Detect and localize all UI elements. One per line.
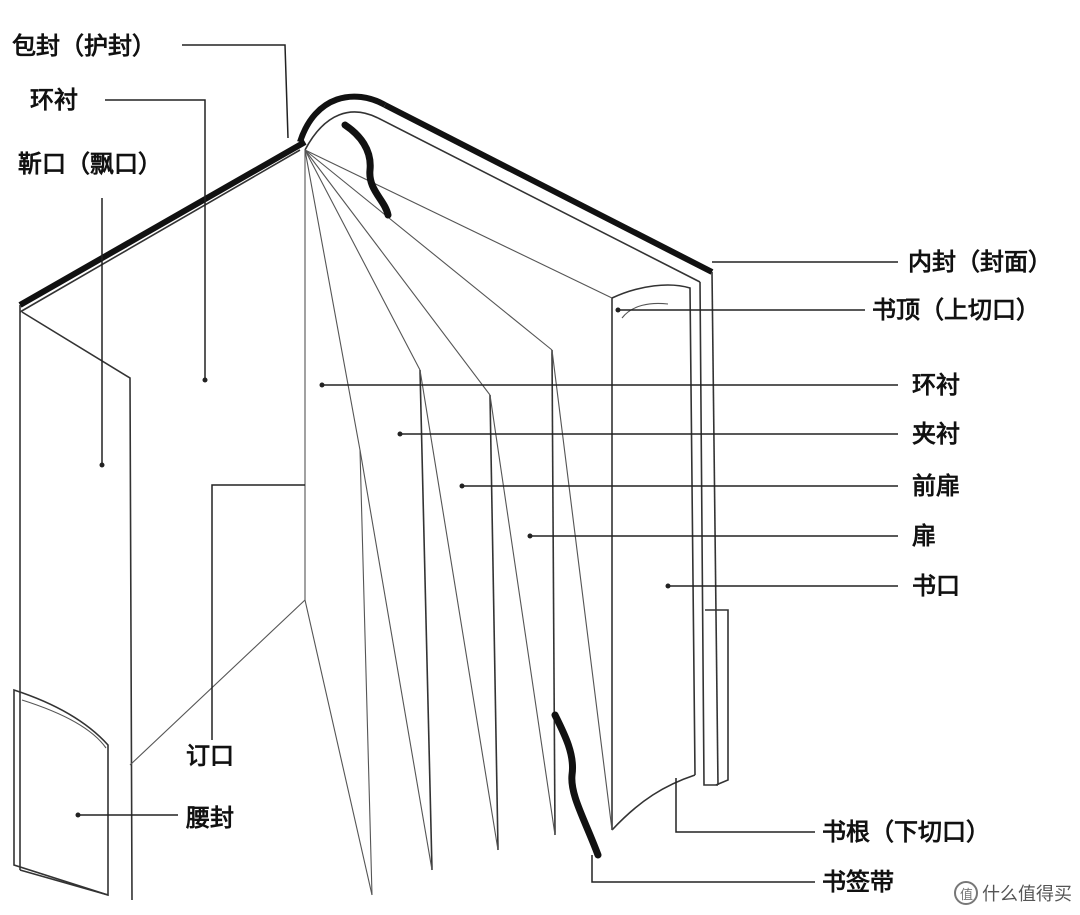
leader-dot [665, 583, 671, 589]
right-cover-block [705, 609, 729, 786]
label-endpaper-right: 环衬 [912, 371, 960, 399]
leader-lines [75, 44, 898, 883]
leader-dot [202, 377, 208, 383]
right-cover-inner-edge [699, 281, 718, 786]
label-head: 书顶（上切口） [872, 296, 1040, 324]
page-6-top [304, 149, 613, 299]
page-4-bottom [419, 369, 499, 851]
belly-band-inner [21, 699, 107, 749]
right-cover-edge [711, 271, 719, 786]
label-interleaf: 夹衬 [912, 420, 960, 448]
left-cover-top-thin [19, 149, 301, 313]
label-dust-jacket: 包封（护封） [12, 32, 156, 60]
ribbon-top [341, 121, 392, 219]
page-5-bottom [489, 394, 556, 836]
label-inner-cover: 内封（封面） [908, 248, 1052, 276]
label-title-page: 扉 [912, 522, 936, 550]
leader-dot [99, 462, 105, 468]
leader-ribbon [591, 855, 815, 883]
page-5 [551, 349, 556, 836]
page-3-bottom [359, 449, 433, 871]
label-fore-edge-right: 书口 [912, 572, 960, 600]
page-5-top [304, 149, 553, 351]
spine-curve-outer [297, 93, 387, 143]
leader-gutter [211, 484, 305, 740]
leader-dot [527, 533, 533, 539]
zhi-badge-icon [954, 881, 978, 905]
leader-dot [397, 431, 403, 437]
zhi-badge-glyph: 值 [960, 887, 973, 903]
leader-dot [459, 483, 465, 489]
right-cover-top-thin [377, 117, 701, 283]
watermark-text: 什么值得买 [982, 884, 1072, 905]
leader-endpaper-left [105, 99, 206, 380]
belly-band-shape [13, 688, 109, 897]
leader-dot [615, 307, 621, 313]
page-4 [489, 394, 499, 851]
page-3-top [304, 149, 421, 371]
labels: 包封（护封） 环衬 靳口（飘口） 订口 腰封 内封（封面） 书顶（上切口） 环衬… [12, 32, 1052, 896]
label-gutter: 订口 [186, 742, 234, 770]
page-2-bottom [304, 599, 373, 896]
book-illustration [13, 93, 729, 901]
leader-tail [675, 778, 815, 833]
label-ribbon: 书签带 [822, 868, 894, 896]
left-endpaper-inner [129, 599, 306, 766]
ribbon-bottom [551, 711, 602, 859]
right-cover-top-edge [383, 102, 714, 275]
fanned-pages [304, 149, 613, 896]
page-2 [304, 149, 373, 896]
spine-curve-inner [304, 111, 379, 151]
leader-dot [319, 382, 325, 388]
left-endpaper [21, 311, 133, 901]
page-4-top [304, 149, 491, 396]
text-block-top [611, 284, 696, 776]
label-endpaper-left: 环衬 [30, 86, 78, 114]
text-block-inner [621, 302, 669, 319]
leader-dot [75, 812, 81, 818]
page-6-bottom [551, 349, 613, 831]
label-front-page: 前扉 [912, 472, 960, 500]
watermark: 值 什么值得买 [954, 881, 1072, 905]
label-tail: 书根（下切口） [822, 818, 990, 846]
leader-dust-jacket [182, 44, 289, 139]
text-block-bottom [611, 774, 696, 831]
label-belly-band: 腰封 [185, 804, 234, 832]
label-fore-edge-left: 靳口（飘口） [18, 150, 162, 178]
left-cover-top-edge [18, 139, 307, 308]
page-3 [419, 369, 433, 871]
